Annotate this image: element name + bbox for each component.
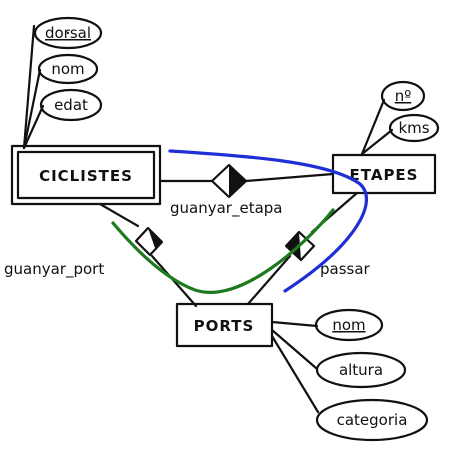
relationship-guanyar-etapa-label: guanyar_etapa <box>170 199 282 218</box>
line-guanyar-etapa-etapes <box>244 172 335 183</box>
attribute-categoria-ellipse <box>315 398 429 442</box>
entity-ciclistes-label: CICLISTES <box>39 167 133 185</box>
entity-ciclistes-outer-box <box>10 144 162 206</box>
entity-etapes: ETAPES <box>331 153 437 195</box>
relationship-guanyar-port-fill <box>148 228 162 248</box>
connector-ciclistes-edat <box>22 104 45 150</box>
connector-ciclistes-dorsal <box>22 24 36 150</box>
relationship-passar-label: passar <box>320 260 371 278</box>
attribute-numero-ellipse <box>380 80 426 112</box>
attribute-edat: edat <box>39 88 103 122</box>
attribute-dorsal-ellipse <box>33 16 103 50</box>
line-ciclistes-guanyar-port <box>98 202 140 228</box>
entity-etapes-label: ETAPES <box>350 166 419 184</box>
blue-cycle-curve <box>168 149 369 293</box>
attribute-edat-label: edat <box>54 96 88 114</box>
attribute-altura: altura <box>315 351 407 389</box>
entity-ports-box <box>175 302 274 348</box>
connector-ports-categoria <box>270 334 320 414</box>
attribute-edat-ellipse <box>39 88 103 122</box>
attribute-kms-ellipse <box>388 113 440 143</box>
attribute-dorsal: dorsal <box>33 16 103 50</box>
attribute-dorsal-label: dorsal <box>45 24 91 42</box>
connector-ciclistes-nom <box>22 68 42 150</box>
attribute-categoria: categoria <box>315 398 429 442</box>
connector-ports-nom <box>270 320 319 328</box>
attribute-nom-ports-ellipse <box>314 308 384 342</box>
attribute-nom-ports: nom <box>314 308 384 342</box>
attribute-categoria-label: categoria <box>337 411 408 429</box>
attribute-numero: nº <box>380 80 426 112</box>
attribute-numero-label: nº <box>395 87 412 105</box>
relationship-guanyar-etapa: guanyar_etapa <box>158 163 335 218</box>
entity-ciclistes-inner-box <box>16 150 156 200</box>
attribute-nom-ciclistes: nom <box>37 53 99 85</box>
attribute-altura-label: altura <box>339 361 383 379</box>
relationship-guanyar-port: guanyar_port <box>4 202 198 308</box>
relationship-guanyar-etapa-fill <box>229 165 246 197</box>
attribute-kms: kms <box>388 113 440 143</box>
attribute-kms-label: kms <box>398 119 429 137</box>
green-cycle-curve <box>111 208 335 294</box>
relationship-passar-fill <box>286 232 301 260</box>
connector-etapes-numero <box>360 98 386 156</box>
attribute-nom-ciclistes-label: nom <box>51 60 84 78</box>
line-passar-ports <box>246 254 292 306</box>
attribute-nom-ciclistes-ellipse <box>37 53 99 85</box>
connector-ports-altura <box>270 328 318 370</box>
entity-ports: PORTS <box>175 302 274 348</box>
entity-ports-label: PORTS <box>194 317 255 335</box>
attribute-altura-ellipse <box>315 351 407 389</box>
entity-ciclistes: CICLISTES <box>10 144 162 206</box>
relationship-guanyar-port-label: guanyar_port <box>4 260 104 279</box>
connector-etapes-kms <box>360 128 394 156</box>
attribute-nom-ports-label: nom <box>332 316 365 334</box>
